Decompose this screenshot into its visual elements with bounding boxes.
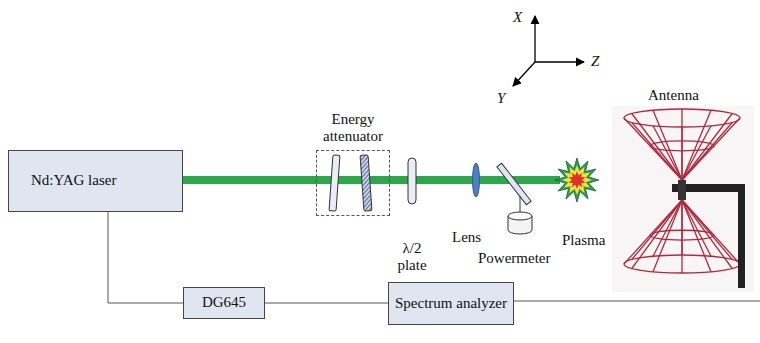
beam-splitter	[497, 163, 531, 205]
signal-cable	[265, 303, 388, 304]
half-wave-plate	[408, 158, 416, 204]
axes	[513, 16, 584, 86]
box-label: Nd:YAG laser	[31, 172, 116, 189]
box-label: DG645	[202, 294, 246, 311]
biconical-antenna	[612, 106, 754, 292]
laser-beam	[316, 176, 560, 184]
axis-label: X	[513, 9, 522, 26]
part-label: Powermeter	[478, 250, 550, 267]
part-label: Plasma	[562, 232, 605, 249]
part-label: λ/2 plate	[388, 240, 436, 275]
part-label: Lens	[452, 229, 481, 246]
axis-label: Y	[497, 90, 505, 107]
polarizer-plate	[360, 155, 372, 211]
lens	[473, 163, 480, 197]
attenuator-group: Energy attenuator	[316, 150, 390, 216]
axis-label: Z	[591, 53, 599, 70]
polarizer-plate	[329, 155, 340, 211]
powermeter-symbol	[508, 196, 532, 234]
trigger-cable	[108, 212, 183, 303]
analyzer-box: Spectrum analyzer	[388, 282, 514, 325]
signal-cable	[510, 301, 760, 302]
part-label: Antenna	[648, 87, 699, 104]
delay-generator-box: DG645	[183, 287, 265, 319]
box-label: Spectrum analyzer	[395, 295, 507, 312]
group-heading: Energy attenuator	[311, 111, 395, 146]
laser-beam	[183, 176, 316, 184]
plasma-burst	[555, 158, 599, 202]
laser-box: Nd:YAG laser	[8, 150, 183, 212]
